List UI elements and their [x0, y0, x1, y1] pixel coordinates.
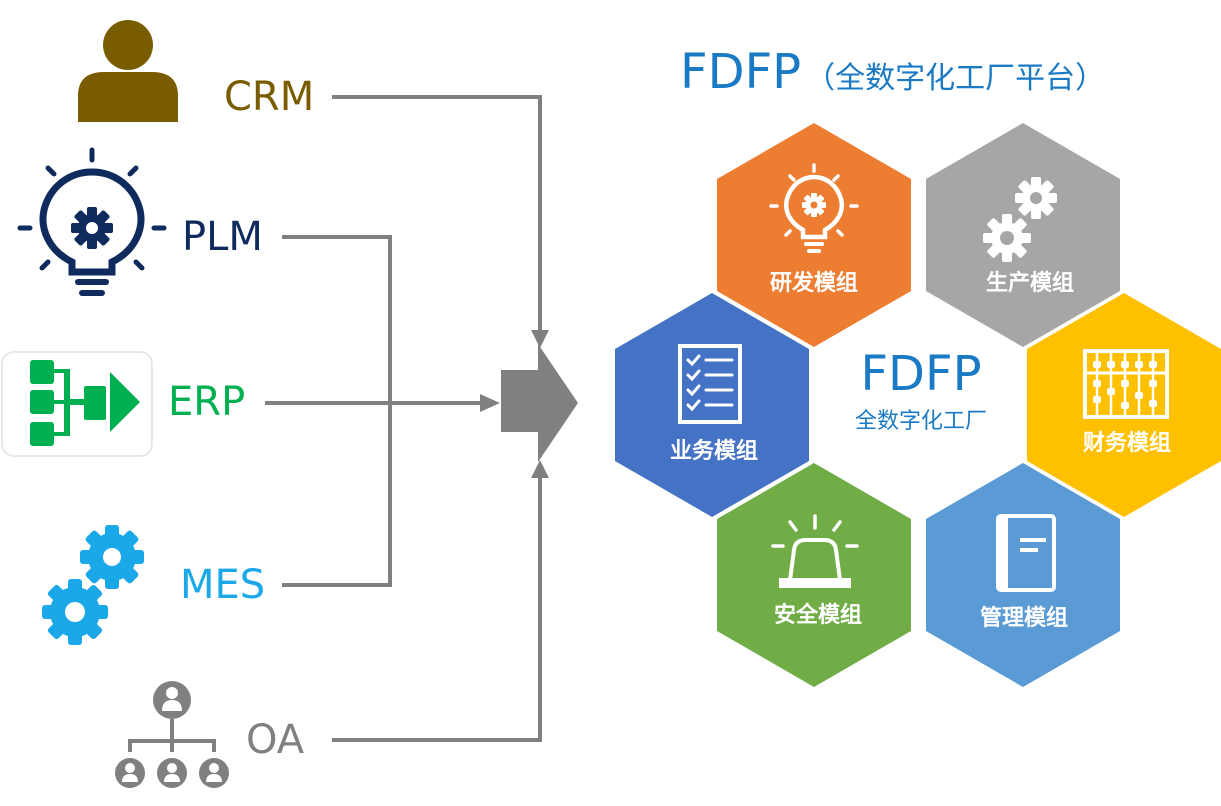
oa-system: OA [115, 681, 305, 788]
merge-arrow [501, 344, 578, 462]
module-safety: 安全模组 [717, 463, 911, 687]
gears-icon [42, 525, 144, 645]
org-chart-icon [115, 681, 229, 788]
connector-arrowheads [480, 330, 549, 478]
module-finance-label: 财务模组 [1083, 430, 1171, 456]
person-icon [78, 20, 178, 122]
gear-icon [71, 207, 113, 249]
module-management: 管理模组 [926, 463, 1120, 687]
module-rnd-label: 研发模组 [770, 270, 858, 296]
plm-system: PLM [17, 147, 263, 296]
mes-label: MES [180, 562, 265, 608]
hierarchy-arrow-icon [30, 360, 140, 446]
book-icon [996, 514, 1056, 592]
crm-label: CRM [224, 74, 314, 120]
oa-arrowhead [531, 460, 549, 478]
connectors [265, 95, 542, 742]
module-safety-label: 安全模组 [774, 602, 862, 628]
module-production: 生产模组 [926, 123, 1120, 347]
lightbulb-gear-icon [769, 163, 859, 253]
alarm-light-icon [771, 514, 859, 588]
erp-system: ERP [1, 351, 245, 457]
gears-icon [983, 177, 1057, 262]
crm-system: CRM [78, 20, 314, 122]
platform-title-main: FDFP [680, 44, 801, 100]
erp-label: ERP [168, 379, 245, 425]
plm-connector [282, 235, 392, 587]
crm-arrowhead [531, 330, 549, 348]
crm-connector [332, 95, 542, 332]
oa-connector [332, 476, 542, 742]
hexagon-safety [717, 463, 911, 687]
center-subtitle: 全数字化工厂 [855, 409, 987, 434]
platform-title-sub: （全数字化工厂平台） [805, 61, 1105, 96]
oa-label: OA [246, 717, 305, 763]
module-finance: 财务模组 [1027, 293, 1221, 517]
lightbulb-gear-icon [17, 147, 167, 296]
module-management-label: 管理模组 [980, 605, 1068, 631]
module-business-label: 业务模组 [670, 438, 758, 464]
abacus-icon [1083, 349, 1169, 419]
platform-title: FDFP（全数字化工厂平台） [680, 44, 1105, 100]
center-title: FDFP [860, 346, 981, 402]
checklist-icon [678, 344, 742, 424]
erp-arrowhead [480, 394, 500, 412]
module-business: 业务模组 [615, 293, 809, 517]
hexagon-management [926, 463, 1120, 687]
mes-system: MES [42, 525, 265, 645]
gear-icon [802, 193, 826, 217]
module-production-label: 生产模组 [986, 270, 1074, 296]
plm-label: PLM [182, 214, 263, 260]
module-rnd: 研发模组 [717, 123, 911, 347]
